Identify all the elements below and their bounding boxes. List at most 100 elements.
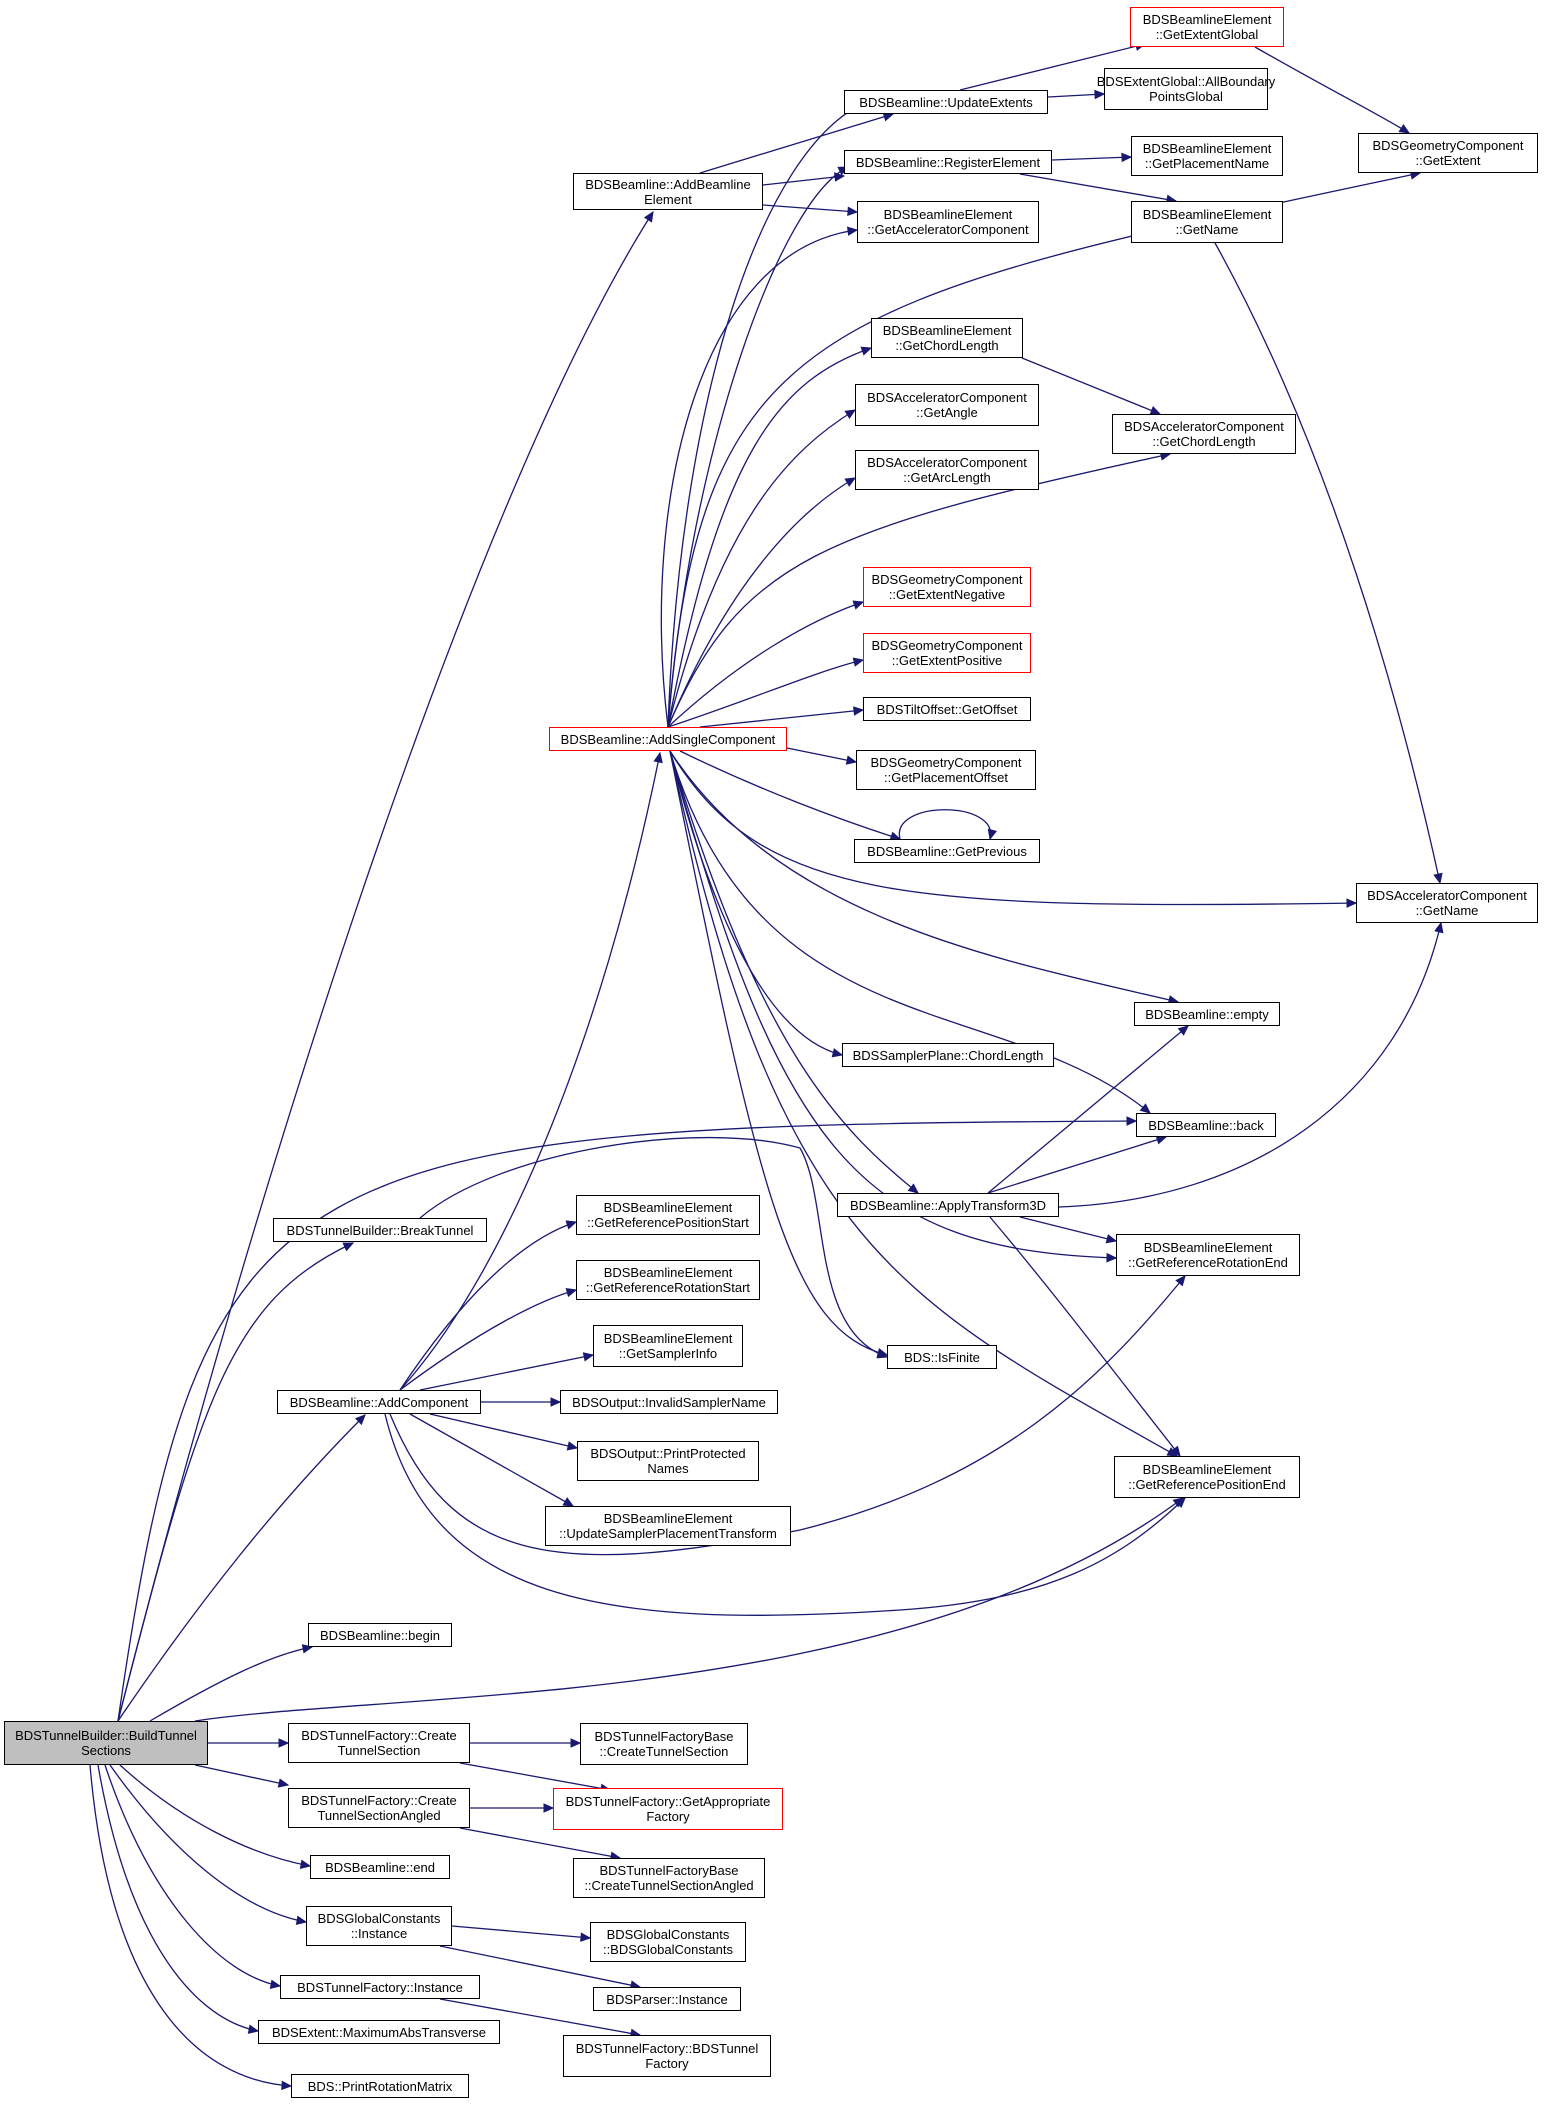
arrowhead-ac-to-add-single-component (653, 751, 663, 764)
node-gc-ctor[interactable]: BDSGlobalConstants ::BDSGlobalConstants (590, 1922, 746, 1962)
edge-apply-to-empty (987, 1025, 1189, 1194)
node-ble-get-chord-length[interactable]: BDSBeamlineElement ::GetChordLength (871, 318, 1023, 358)
arrowhead-build-to-print-rotation (281, 2080, 293, 2091)
edge-build-to-create-angled (194, 1764, 289, 1786)
node-ble-update-sampler-transform[interactable]: BDSBeamlineElement ::UpdateSamplerPlacem… (545, 1506, 791, 1546)
node-sampler-chord-length[interactable]: BDSSamplerPlane::ChordLength (842, 1043, 1054, 1067)
node-ac-get-angle[interactable]: BDSAcceleratorComponent ::GetAngle (855, 384, 1039, 426)
node-tf-create-tunnel-section[interactable]: BDSTunnelFactory::Create TunnelSection (288, 1723, 470, 1763)
node-tilt-offset-get-offset[interactable]: BDSTiltOffset::GetOffset (863, 697, 1031, 721)
node-ble-get-sampler-info[interactable]: BDSBeamlineElement ::GetSamplerInfo (593, 1325, 743, 1367)
arrowhead-abe-to-get-acc (847, 206, 859, 217)
node-gc-get-extent-negative[interactable]: BDSGeometryComponent ::GetExtentNegative (863, 567, 1031, 607)
node-beamline-back[interactable]: BDSBeamline::back (1136, 1113, 1276, 1137)
edge-ble-name-to-ac-name (1214, 242, 1441, 884)
node-beamline-end[interactable]: BDSBeamline::end (310, 1855, 450, 1879)
edge-gc-instance-to-parser (439, 1945, 641, 1988)
node-ac-get-name[interactable]: BDSAcceleratorComponent ::GetName (1356, 883, 1538, 923)
node-gc-get-placement-offset[interactable]: BDSGeometryComponent ::GetPlacementOffse… (856, 750, 1036, 790)
edge-asc-to-sampler-chord (669, 750, 843, 1056)
node-beamline-empty[interactable]: BDSBeamline::empty (1134, 1002, 1280, 1026)
arrowhead-build-to-create-tunnel-section (278, 1738, 290, 1748)
node-ble-get-accelerator-component[interactable]: BDSBeamlineElement ::GetAcceleratorCompo… (857, 201, 1039, 243)
arrowhead-build-to-add-component (354, 1414, 366, 1426)
arrowhead-extent-global-to-gc-get-extent (1398, 123, 1411, 134)
node-ble-get-name[interactable]: BDSBeamlineElement ::GetName (1131, 201, 1283, 243)
node-get-previous[interactable]: BDSBeamline::GetPrevious (854, 839, 1040, 863)
edge-ac-to-ref-position-end (384, 1413, 1186, 1616)
node-maximum-abs-transverse[interactable]: BDSExtent::MaximumAbsTransverse (258, 2020, 500, 2044)
edge-ble-chord-to-ac-chord (1021, 357, 1161, 415)
arrowhead-apply-to-back (1155, 1135, 1168, 1145)
node-ble-get-placement-name[interactable]: BDSBeamlineElement ::GetPlacementName (1131, 136, 1283, 176)
arrowhead-ac-to-invalid-sampler (550, 1397, 562, 1407)
node-tf-ctor[interactable]: BDSTunnelFactory::BDSTunnel Factory (563, 2035, 771, 2077)
node-print-protected-names[interactable]: BDSOutput::PrintProtected Names (577, 1441, 759, 1481)
arrowhead-break-tunnel-to-is-finite (876, 1349, 889, 1359)
edge-ac-to-add-single-component (399, 752, 661, 1391)
node-tf-instance[interactable]: BDSTunnelFactory::Instance (280, 1975, 480, 1999)
node-add-single-component[interactable]: BDSBeamline::AddSingleComponent (549, 727, 787, 751)
node-ble-ref-position-end[interactable]: BDSBeamlineElement ::GetReferencePositio… (1114, 1456, 1300, 1498)
edge-asc-to-empty (669, 750, 1179, 1003)
node-beamline-begin[interactable]: BDSBeamline::begin (308, 1623, 452, 1647)
arrowhead-asc-to-sampler-chord (831, 1048, 844, 1058)
arrowhead-build-to-create-angled (277, 1778, 290, 1788)
node-gc-instance[interactable]: BDSGlobalConstants ::Instance (306, 1906, 452, 1946)
node-ble-ref-position-start[interactable]: BDSBeamlineElement ::GetReferencePositio… (576, 1195, 760, 1235)
edge-build-to-begin (149, 1646, 313, 1722)
arrowhead-gc-instance-to-gc-ctor (580, 1932, 592, 1942)
node-apply-transform-3d[interactable]: BDSBeamline::ApplyTransform3D (837, 1193, 1059, 1217)
arrowhead-create-to-tfb-create (570, 1738, 582, 1748)
node-tfb-create-tunnel-section[interactable]: BDSTunnelFactoryBase ::CreateTunnelSecti… (580, 1723, 748, 1765)
arrowhead-ac-to-sampler-info (582, 1352, 595, 1362)
arrowhead-ble-name-to-ac-name (1433, 872, 1443, 885)
node-all-boundary-points-global[interactable]: BDSExtentGlobal::AllBoundary PointsGloba… (1097, 68, 1275, 110)
node-ble-ref-rotation-end[interactable]: BDSBeamlineElement ::GetReferenceRotatio… (1116, 1234, 1300, 1276)
node-invalid-sampler-name[interactable]: BDSOutput::InvalidSamplerName (560, 1390, 778, 1414)
node-build-tunnel-sections[interactable]: BDSTunnelBuilder::BuildTunnel Sections (4, 1721, 208, 1765)
arrowhead-get-previous-self-loop (987, 828, 997, 841)
arrowhead-build-to-back (1126, 1116, 1138, 1126)
arrowhead-build-to-max-abs-transverse (247, 2024, 260, 2034)
edge-asc-to-ac-arc (667, 477, 856, 728)
edge-break-tunnel-to-is-finite (419, 1136, 888, 1358)
node-add-component[interactable]: BDSBeamline::AddComponent (277, 1390, 481, 1414)
node-ac-get-chord-length[interactable]: BDSAcceleratorComponent ::GetChordLength (1112, 414, 1296, 454)
edge-apply-to-ref-position-end (989, 1216, 1181, 1457)
node-gc-get-extent[interactable]: BDSGeometryComponent ::GetExtent (1358, 133, 1538, 173)
edge-build-to-ref-position-end (194, 1497, 1184, 1722)
node-print-rotation-matrix[interactable]: BDS::PrintRotationMatrix (291, 2074, 469, 2098)
edge-build-to-add-component (117, 1414, 366, 1722)
node-parser-instance[interactable]: BDSParser::Instance (593, 1987, 741, 2011)
edge-ac-to-update-sampler-transform (409, 1413, 574, 1507)
edge-asc-to-ref-position-end (669, 750, 1178, 1457)
node-register-element[interactable]: BDSBeamline::RegisterElement (844, 150, 1052, 174)
node-bds-is-finite[interactable]: BDS::IsFinite (887, 1345, 997, 1369)
node-tf-get-appropriate-factory[interactable]: BDSTunnelFactory::GetAppropriate Factory (553, 1788, 783, 1830)
edge-build-to-tf-instance (104, 1764, 281, 1987)
arrowhead-build-to-end (299, 1859, 312, 1869)
node-add-beamline-element[interactable]: BDSBeamline::AddBeamline Element (573, 173, 763, 210)
edge-asc-to-extent-negative (667, 601, 864, 728)
arrowhead-asc-to-ble-chord (860, 346, 873, 356)
node-tf-create-tunnel-section-angled[interactable]: BDSTunnelFactory::Create TunnelSectionAn… (288, 1788, 470, 1828)
arrowhead-asc-to-ac-name (1346, 898, 1358, 908)
node-ac-get-arc-length[interactable]: BDSAcceleratorComponent ::GetArcLength (855, 450, 1039, 490)
arrowhead-asc-to-apply-transform (907, 1183, 919, 1194)
edge-asc-to-extent-positive (667, 659, 864, 728)
node-tfb-create-tunnel-section-angled[interactable]: BDSTunnelFactoryBase ::CreateTunnelSecti… (573, 1858, 765, 1898)
node-break-tunnel[interactable]: BDSTunnelBuilder::BreakTunnel (273, 1218, 487, 1242)
edge-build-to-back (117, 1120, 1137, 1722)
node-update-extents[interactable]: BDSBeamline::UpdateExtents (844, 90, 1048, 114)
arrowhead-ac-to-ref-position-end (1174, 1497, 1186, 1509)
edge-build-to-add-beamline-element (117, 211, 654, 1722)
node-gc-get-extent-positive[interactable]: BDSGeometryComponent ::GetExtentPositive (863, 633, 1031, 673)
edge-ac-to-ref-rotation-end (389, 1275, 1186, 1556)
edge-register-to-get-name (1019, 173, 1177, 202)
edge-asc-to-ble-chord (667, 347, 872, 728)
node-ble-get-extent-global[interactable]: BDSBeamlineElement ::GetExtentGlobal (1130, 7, 1284, 47)
node-ble-ref-rotation-start[interactable]: BDSBeamlineElement ::GetReferenceRotatio… (576, 1260, 760, 1300)
edge-gc-instance-to-gc-ctor (451, 1925, 591, 1939)
edge-abe-to-register (762, 175, 845, 186)
